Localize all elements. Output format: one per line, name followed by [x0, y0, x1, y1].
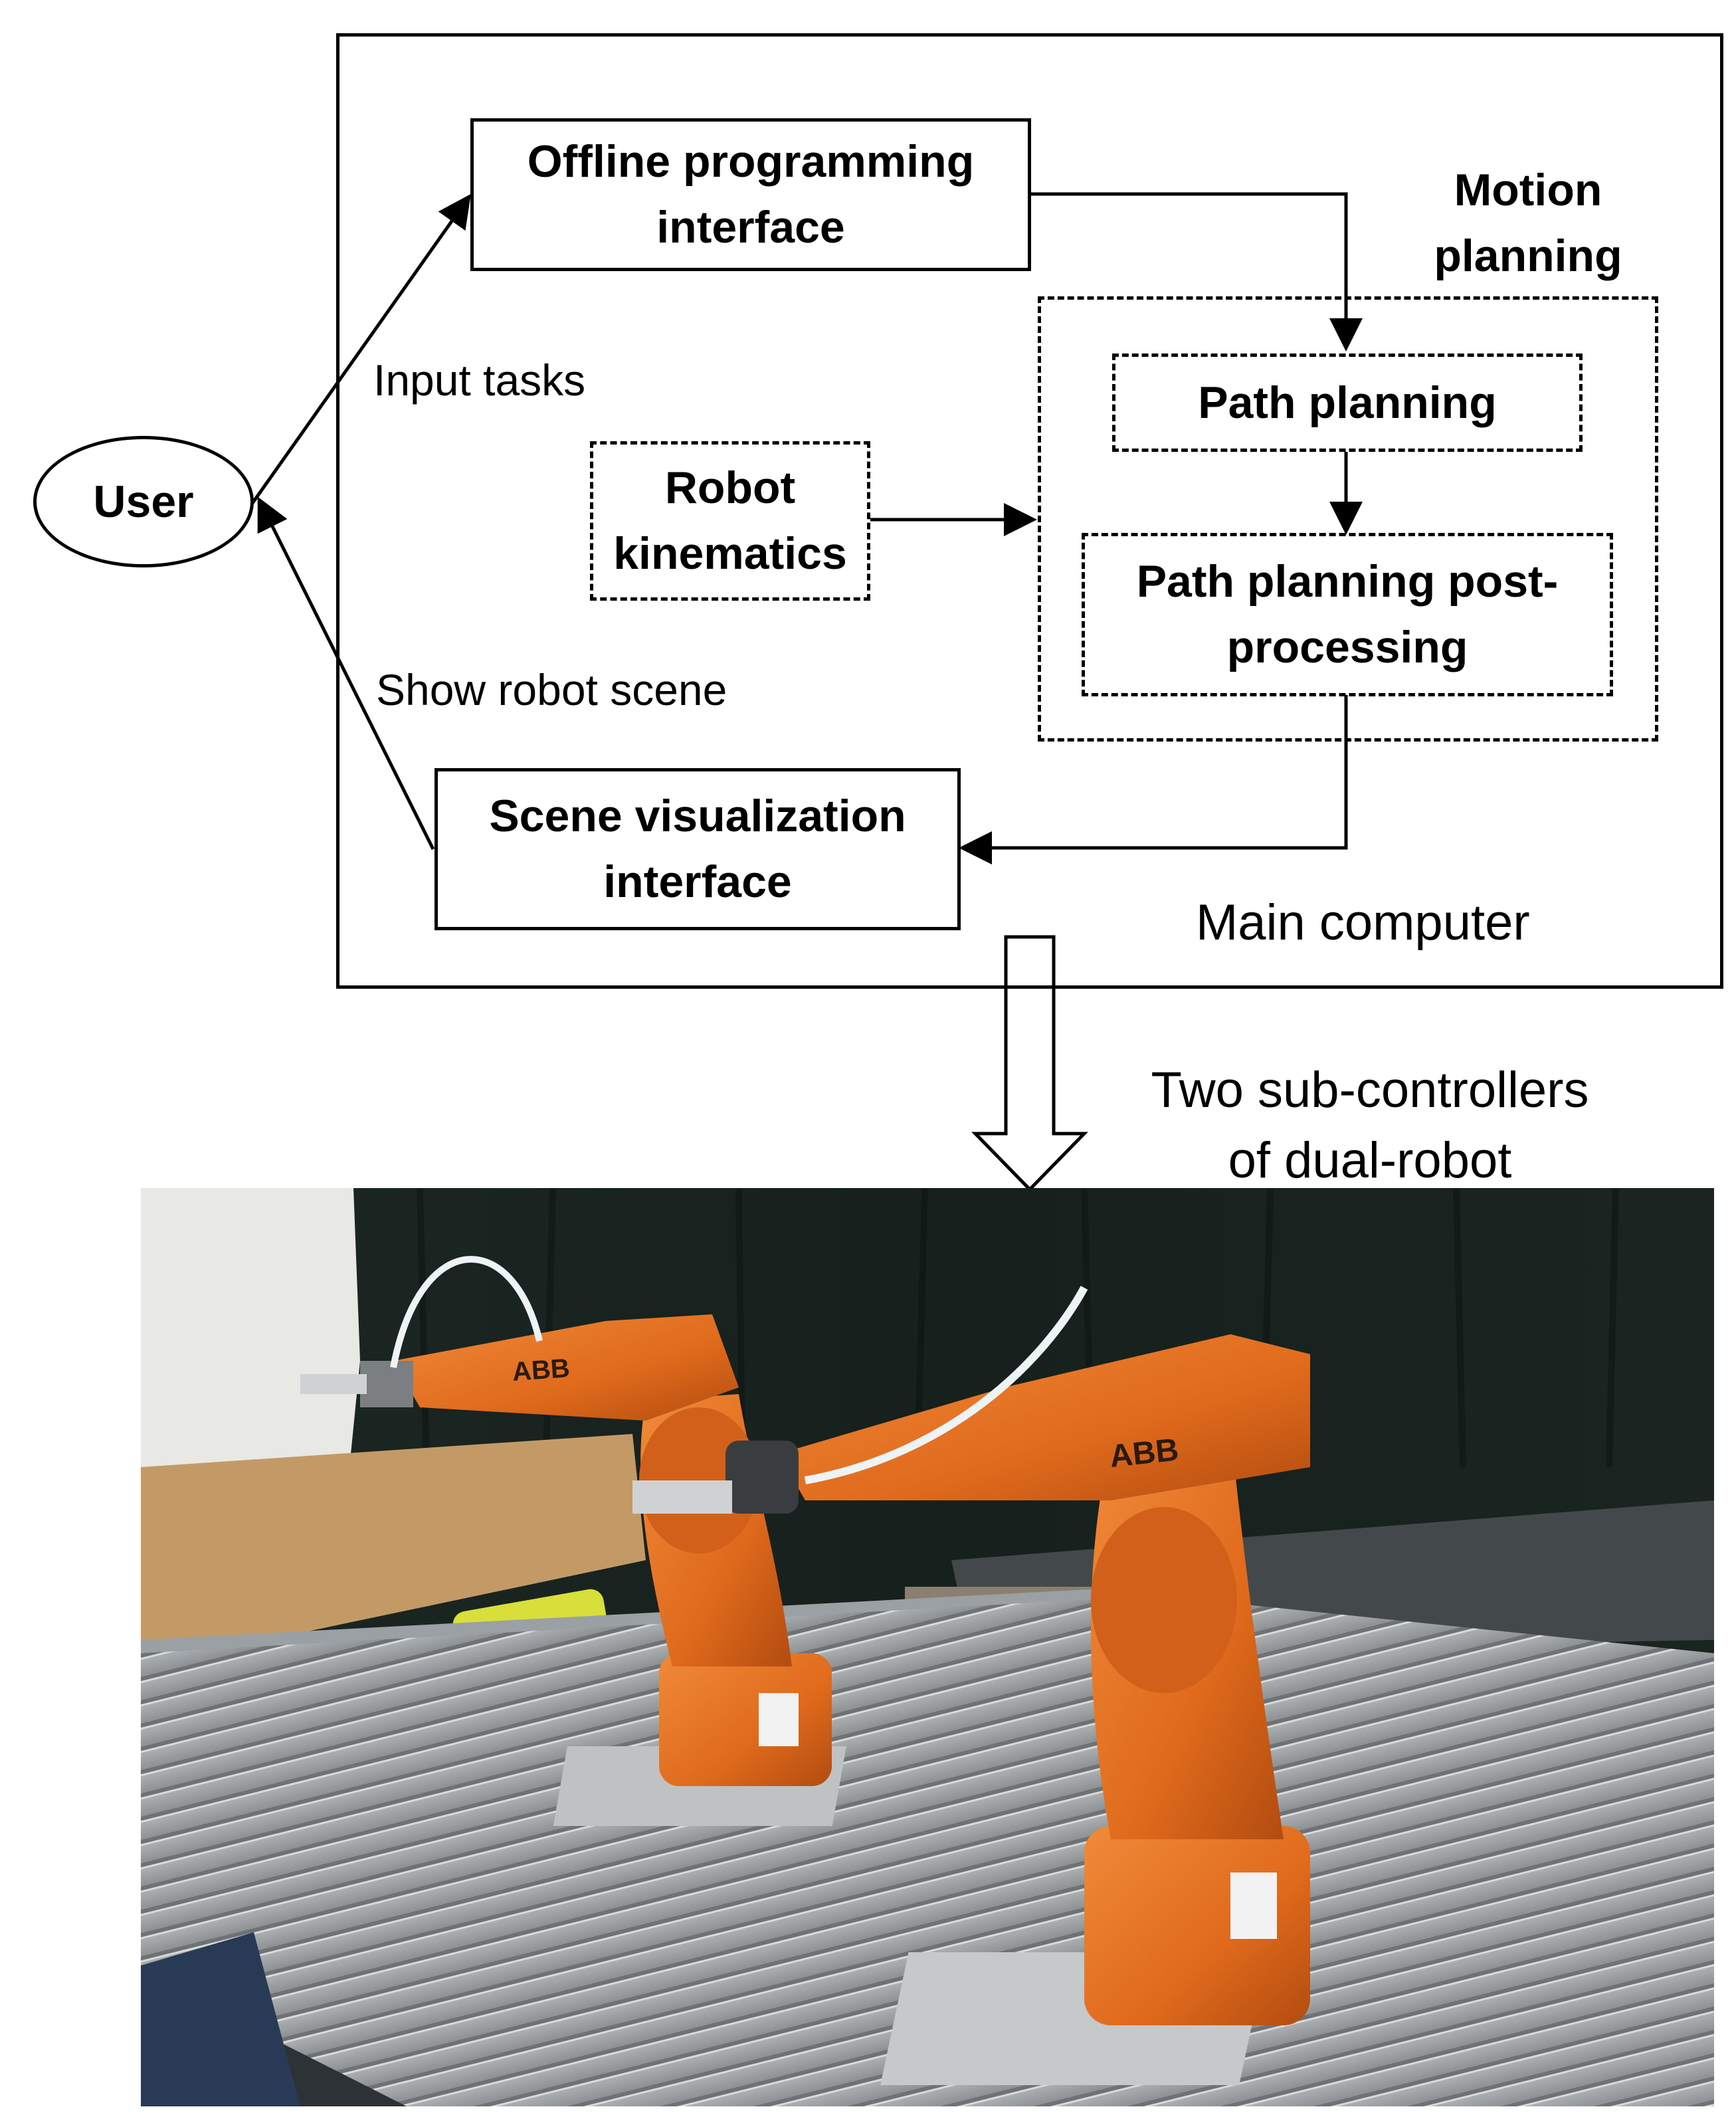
scene-visualization-box: Scene visualization interface	[434, 768, 961, 930]
right-robot-warning-label	[1230, 1872, 1277, 1939]
hollow-down-arrow	[971, 935, 1088, 1192]
right-robot-logo: ABB	[1108, 1432, 1181, 1474]
offline-programming-box: Offline programming interface	[470, 118, 1031, 271]
user-node: User	[33, 436, 254, 567]
show-robot-scene-label: Show robot scene	[376, 665, 727, 714]
diagram-connectors	[249, 192, 1363, 1192]
robot-kinematics-box: Robot kinematics	[590, 441, 870, 601]
left-robot-gripper	[300, 1374, 367, 1394]
robot-kinematics-label: Robot kinematics	[613, 462, 847, 579]
left-robot-upper-arm	[393, 1314, 739, 1421]
path-planning-box: Path planning	[1112, 353, 1583, 452]
arrow-postprocessing-to-scene	[959, 695, 1348, 864]
table-edge	[141, 1587, 1137, 1653]
left-robot: ABB	[300, 1256, 846, 1826]
left-robot-wrist	[360, 1361, 413, 1407]
glass-panel-left	[141, 1434, 646, 1666]
right-robot-upper-arm	[779, 1334, 1310, 1500]
offline-programming-label: Offline programming interface	[527, 136, 975, 252]
right-robot-wrist	[725, 1441, 799, 1514]
dual-robot-photo: ABB ABB	[141, 1188, 1714, 2106]
right-robot-shoulder	[1091, 1507, 1237, 1693]
arrow-user-to-offline	[249, 193, 471, 506]
right-robot-gripper	[632, 1480, 732, 1514]
main-computer-frame	[336, 33, 1723, 989]
slotted-table	[141, 1593, 1714, 2106]
main-computer-label: Main computer	[1196, 894, 1530, 951]
system-diagram: User Offline programming interface Motio…	[33, 33, 1723, 1192]
path-postprocessing-label: Path planning post- processing	[1136, 556, 1559, 672]
path-postprocessing-box: Path planning post- processing	[1082, 533, 1613, 696]
sub-controllers-label: Two sub-controllers of dual-robot	[1151, 1062, 1589, 1189]
left-robot-warning-label	[759, 1693, 799, 1746]
robot-scene-illustration: ABB ABB	[141, 1188, 1714, 2106]
right-robot-cables	[804, 1286, 1088, 1484]
right-robot: ABB	[632, 1286, 1310, 2085]
arrow-scene-to-user	[257, 496, 435, 851]
left-robot-base	[659, 1653, 832, 1786]
scene-visualization-label: Scene visualization interface	[489, 791, 906, 907]
input-tasks-label: Input tasks	[373, 355, 586, 405]
motion-planning-container	[1038, 296, 1658, 742]
user-label: User	[93, 476, 194, 527]
path-planning-label: Path planning	[1198, 377, 1497, 428]
left-robot-cables	[390, 1256, 543, 1368]
left-robot-logo: ABB	[512, 1354, 571, 1387]
foreground-case	[141, 1932, 300, 2106]
motion-planning-title: Motion planning	[1434, 165, 1622, 281]
